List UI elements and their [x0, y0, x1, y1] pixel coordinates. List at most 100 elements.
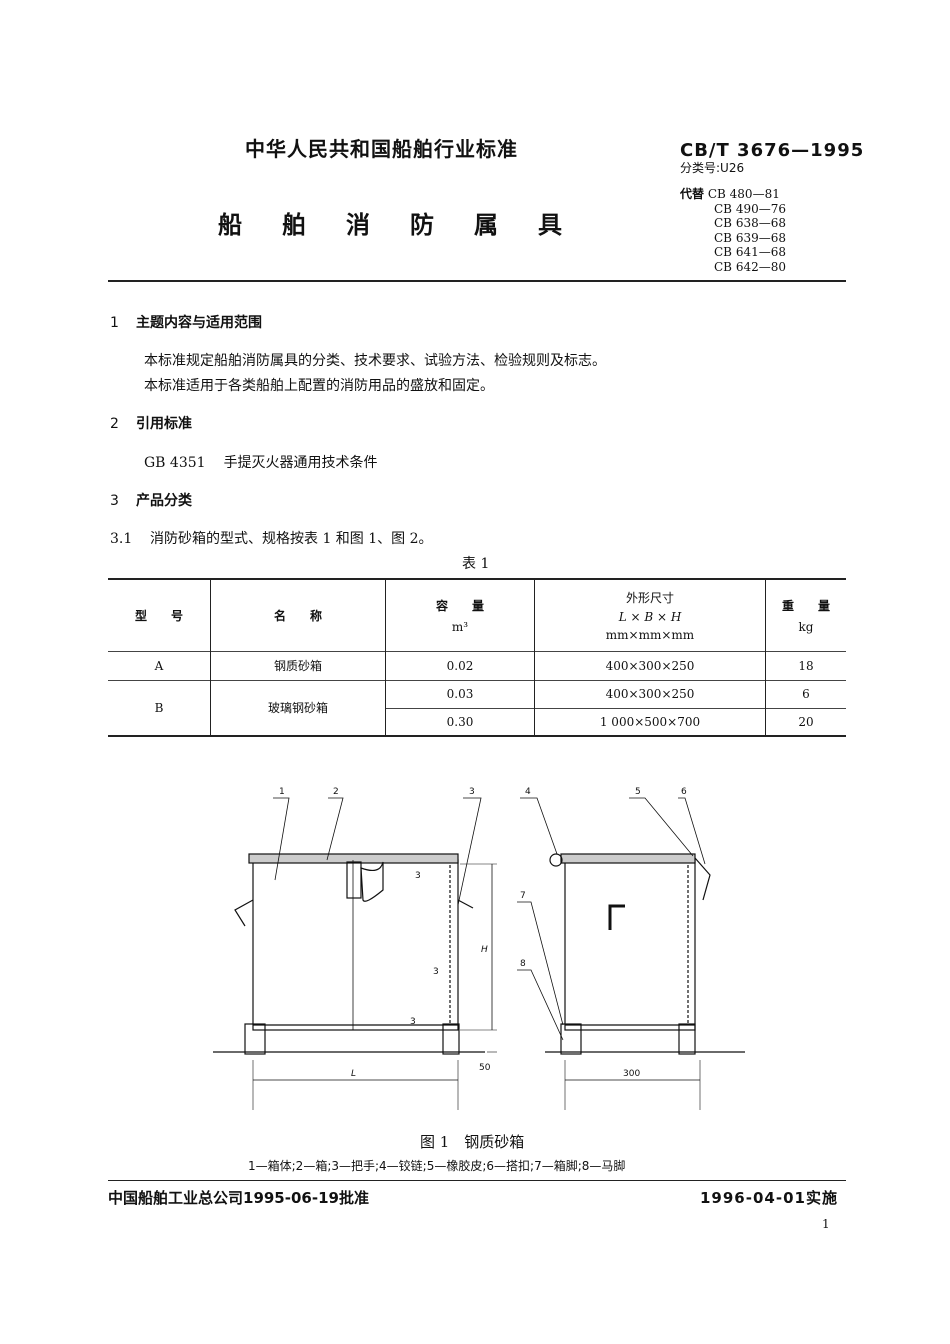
callout-7: 7: [520, 891, 526, 901]
weight-unit: kg: [798, 619, 814, 634]
title-char: 属: [474, 211, 498, 239]
capacity-unit: m³: [451, 619, 469, 634]
front-view-lid: [248, 853, 459, 864]
footer-divider: [108, 1180, 846, 1181]
approval-line: 中国船舶工业总公司1995-06-19批准: [108, 1189, 369, 1207]
section-1-paragraph-2: 本标准适用于各类船舶上配置的消防用品的盛放和固定。: [144, 378, 494, 394]
section-number: 2: [110, 416, 119, 432]
title-char: 具: [538, 211, 562, 239]
dim-3-top: 3: [415, 871, 421, 881]
dim-3-bottom: 3: [410, 1017, 416, 1027]
replaces-item: CB 480—81: [707, 187, 780, 201]
replaces-item: CB 642—80: [714, 259, 786, 274]
header-capacity: 容 量 m³: [385, 579, 535, 651]
section-number: 1: [110, 315, 119, 331]
effective-date: 1996-04-01实施: [700, 1189, 838, 1207]
replaces-item: CB 641—68: [714, 245, 786, 260]
callout-6: 6: [681, 787, 687, 797]
reference-standard: GB 4351 手提灭火器通用技术条件: [144, 452, 378, 472]
right-handle: [457, 899, 474, 909]
cell-dims: 1 000×500×700: [534, 708, 766, 736]
hinge: [549, 853, 563, 867]
standard-code: CB/T 3676—1995: [680, 140, 865, 161]
dim-50: 50: [479, 1063, 491, 1073]
reference-code: GB 4351: [144, 455, 206, 471]
section-title: 引用标准: [136, 416, 192, 432]
callout-8: 8: [520, 959, 526, 969]
front-foot-right: [442, 1023, 460, 1055]
cell-dims: 400×300×250: [534, 680, 766, 708]
cell-capacity: 0.02: [385, 651, 535, 680]
table-row: 0.30 1 000×500×700 20: [108, 708, 846, 736]
header-type: 型 号: [134, 608, 183, 623]
sandbox-drawing: 1 2 3 4 5 6 7 8 H L 300 50 3 3 3: [213, 787, 745, 1110]
side-view-body: [564, 859, 696, 1031]
replaces-item: CB 639—68: [714, 230, 786, 245]
replaces-label: 代替: [680, 187, 705, 201]
table-row: A 钢质砂箱 0.02 400×300×250 18: [108, 651, 846, 680]
dims-unit: mm×mm×mm: [605, 627, 695, 642]
header-name: 名 称: [210, 579, 386, 651]
section-number: 3: [110, 493, 119, 509]
callout-1: 1: [279, 787, 285, 797]
subsection-number: 3.1: [110, 531, 133, 547]
figure-legend: 1—箱体;2—箱;3—把手;4—铰链;5—橡胶皮;6—搭扣;7—箱脚;8—马脚: [248, 1159, 626, 1173]
cell-weight: 6: [765, 680, 846, 708]
dim-300: 300: [623, 1069, 640, 1079]
clasp: [694, 857, 711, 901]
callout-5: 5: [635, 787, 641, 797]
table-row: B 玻璃钢砂箱 0.03 400×300×250 6: [108, 680, 846, 736]
replaces-list: 代替 CB 480—81 CB 490—76 CB 638—68 CB 639—…: [680, 187, 786, 275]
cell-weight: 18: [765, 651, 846, 680]
dim-3-mid: 3: [433, 967, 439, 977]
left-handle: [234, 899, 254, 927]
cell-capacity: 0.03: [385, 680, 535, 708]
title-char: 消: [346, 211, 370, 239]
section-1-heading: 1 主题内容与适用范围: [110, 312, 262, 332]
side-handle: [608, 904, 625, 930]
callout-4: 4: [525, 787, 531, 797]
dim-l: L: [351, 1069, 356, 1079]
bracket: [360, 861, 384, 902]
replaces-item: CB 490—76: [714, 201, 786, 216]
section-3-heading: 3 产品分类: [110, 490, 192, 510]
section-title: 产品分类: [136, 493, 192, 509]
figure-caption: 图 1 钢质砂箱: [420, 1133, 525, 1151]
section-title: 主题内容与适用范围: [136, 315, 262, 331]
front-view-body: [252, 859, 459, 1031]
header-divider: [108, 280, 846, 282]
table-header-row: 型 号 名 称 容 量 m³ 外形尺寸 L × B × H mm×mm×mm 重…: [108, 579, 846, 651]
dims-formula: L × B × H: [618, 609, 682, 624]
issuing-org: 中华人民共和国船舶行业标准: [245, 137, 518, 161]
dim-h: H: [481, 945, 488, 955]
header-weight: 重 量 kg: [765, 579, 846, 651]
hasp: [346, 861, 362, 899]
weight-label: 重 量: [781, 598, 830, 613]
title-char: 舶: [282, 211, 306, 239]
cell-weight: 20: [765, 708, 846, 736]
section-1-paragraph-1: 本标准规定船舶消防属具的分类、技术要求、试验方法、检验规则及标志。: [144, 353, 606, 369]
table-title: 表 1: [462, 556, 490, 572]
subsection-text: 消防砂箱的型式、规格按表 1 和图 1、图 2。: [150, 531, 433, 547]
cell-capacity: 0.30: [385, 708, 535, 736]
cell-dims: 400×300×250: [534, 651, 766, 680]
cell-type: A: [154, 658, 164, 673]
header-dimensions: 外形尺寸 L × B × H mm×mm×mm: [534, 579, 766, 651]
title-char: 防: [410, 211, 434, 239]
page-number: 1: [822, 1217, 830, 1231]
front-foot-left: [244, 1023, 266, 1055]
specification-table: 型 号 名 称 容 量 m³ 外形尺寸 L × B × H mm×mm×mm 重…: [108, 578, 846, 737]
callout-3: 3: [469, 787, 475, 797]
side-foot-left: [560, 1023, 582, 1055]
side-view-lid: [560, 853, 696, 864]
cell-type: B: [154, 700, 164, 715]
document-title: 船舶消防属具: [218, 205, 602, 240]
cell-name: 钢质砂箱: [210, 651, 386, 680]
section-2-heading: 2 引用标准: [110, 413, 192, 433]
replaces-item: CB 638—68: [714, 216, 786, 231]
classification-number: 分类号:U26: [680, 161, 745, 175]
reference-title: 手提灭火器通用技术条件: [223, 455, 378, 471]
side-foot-right: [678, 1023, 696, 1055]
capacity-label: 容 量: [435, 598, 484, 613]
dims-label: 外形尺寸: [625, 590, 674, 605]
